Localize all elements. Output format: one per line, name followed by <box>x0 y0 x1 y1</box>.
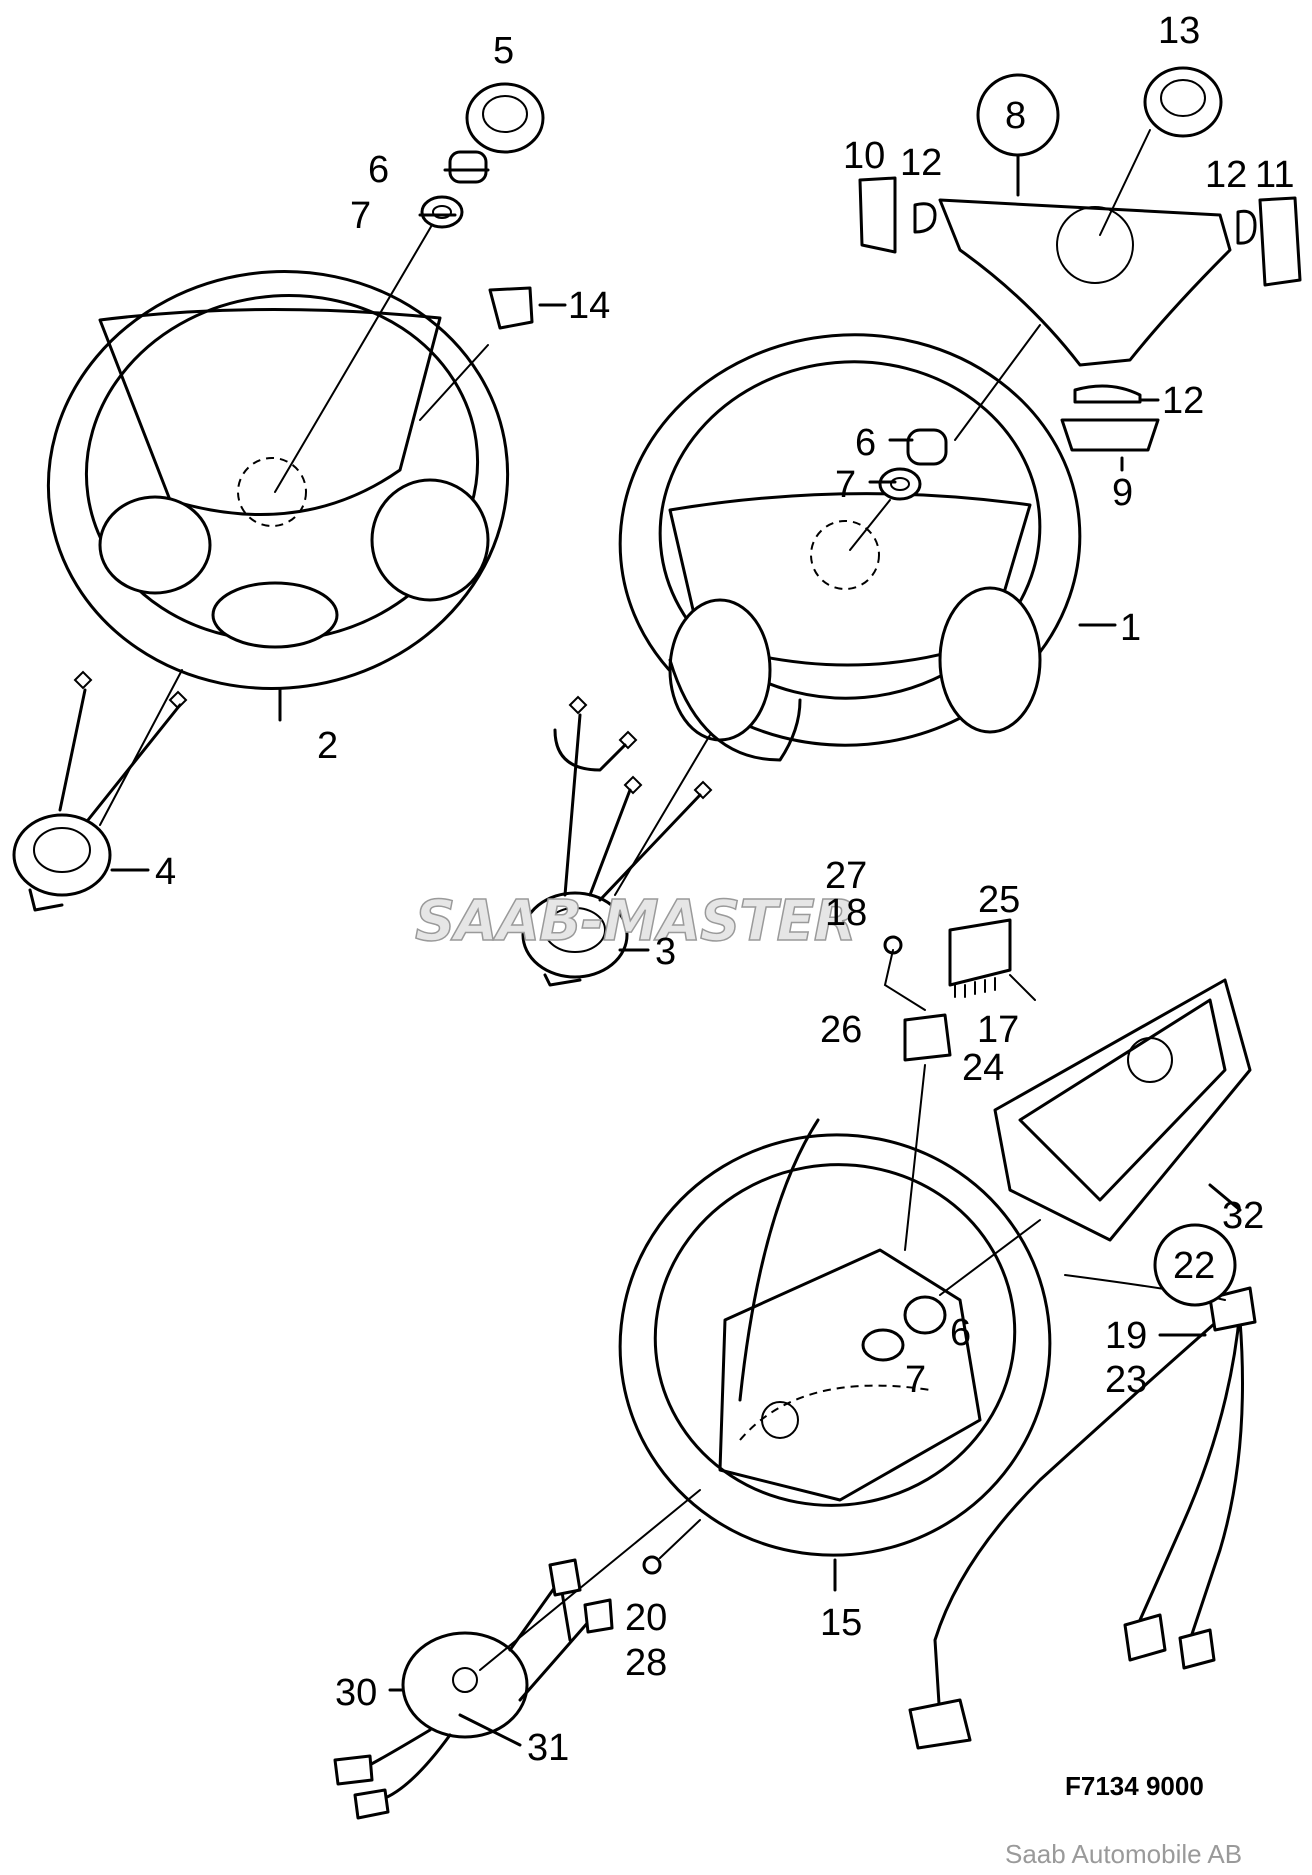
callout-10: 10 <box>843 135 885 177</box>
connector-26 <box>903 1013 952 1062</box>
callout-12: 12 <box>900 142 942 184</box>
clip-12c <box>1073 384 1142 404</box>
nut-6 <box>448 150 488 184</box>
wiring-harness-22 <box>908 1286 1257 1750</box>
nut-6-b <box>906 428 948 466</box>
screw-20 <box>642 1555 662 1575</box>
callout-5: 5 <box>493 30 514 72</box>
callout-12: 12 <box>1162 380 1204 422</box>
callout-11: 11 <box>1255 154 1294 196</box>
figure-code: F7134 9000 <box>1065 1771 1204 1801</box>
horn-button-5 <box>465 82 545 154</box>
callout-circle-22 <box>1153 1223 1237 1307</box>
callout-27: 27 <box>825 855 867 897</box>
callout-7: 7 <box>350 195 371 237</box>
clip-12b <box>1236 209 1257 245</box>
callout-23: 23 <box>1105 1359 1147 1401</box>
callout-18: 18 <box>825 892 867 934</box>
contact-reel-3 <box>521 695 713 987</box>
callout-6: 6 <box>855 422 876 464</box>
callout-28: 28 <box>625 1642 667 1684</box>
horn-pad-8 <box>938 198 1232 367</box>
washer-7 <box>420 195 464 229</box>
callout-14: 14 <box>568 285 610 327</box>
callout-9: 9 <box>1112 472 1133 514</box>
callout-3: 3 <box>655 931 676 973</box>
callout-6: 6 <box>950 1312 971 1354</box>
steering-wheel-2 <box>46 270 510 690</box>
callout-8: 8 <box>1005 95 1026 137</box>
bracket-10 <box>858 176 897 254</box>
steering-wheel-1 <box>618 333 1082 762</box>
copyright: Saab Automobile AB <box>1005 1839 1242 1869</box>
callout-circle-8 <box>976 73 1060 157</box>
callout-31: 31 <box>527 1727 569 1769</box>
airbag-module-32 <box>993 978 1252 1242</box>
horn-button-13 <box>1143 66 1223 138</box>
callout-26: 26 <box>820 1009 862 1051</box>
leader-lines <box>110 128 1242 1747</box>
callout-6: 6 <box>368 149 389 191</box>
callout-17: 17 <box>977 1009 1019 1051</box>
callout-2: 2 <box>317 725 338 767</box>
bracket-11 <box>1258 196 1302 287</box>
callout-4: 4 <box>155 851 176 893</box>
callout-7: 7 <box>835 464 856 506</box>
callout-32: 32 <box>1222 1195 1264 1237</box>
callout-19: 19 <box>1105 1315 1147 1357</box>
bracket-14 <box>488 286 534 330</box>
connector-25 <box>948 918 1012 998</box>
callout-30: 30 <box>335 1672 377 1714</box>
callout-25: 25 <box>978 879 1020 921</box>
callout-13: 13 <box>1158 10 1200 52</box>
washer-7-b <box>878 467 922 501</box>
callout-12: 12 <box>1205 154 1247 196</box>
callout-20: 20 <box>625 1597 667 1639</box>
callout-22: 22 <box>1173 1245 1215 1287</box>
callout-24: 24 <box>962 1047 1004 1089</box>
clip-12a <box>913 202 937 234</box>
callout-1: 1 <box>1120 607 1141 649</box>
contact-reel-30 <box>333 1558 614 1820</box>
cover-9 <box>1060 418 1160 452</box>
callout-15: 15 <box>820 1602 862 1644</box>
nut-6-c <box>903 1295 947 1335</box>
steering-wheel-15 <box>618 1133 1052 1557</box>
watermark: SAAB-MASTER <box>415 889 856 954</box>
washer-7-c <box>861 1328 905 1362</box>
callout-7: 7 <box>905 1359 926 1401</box>
